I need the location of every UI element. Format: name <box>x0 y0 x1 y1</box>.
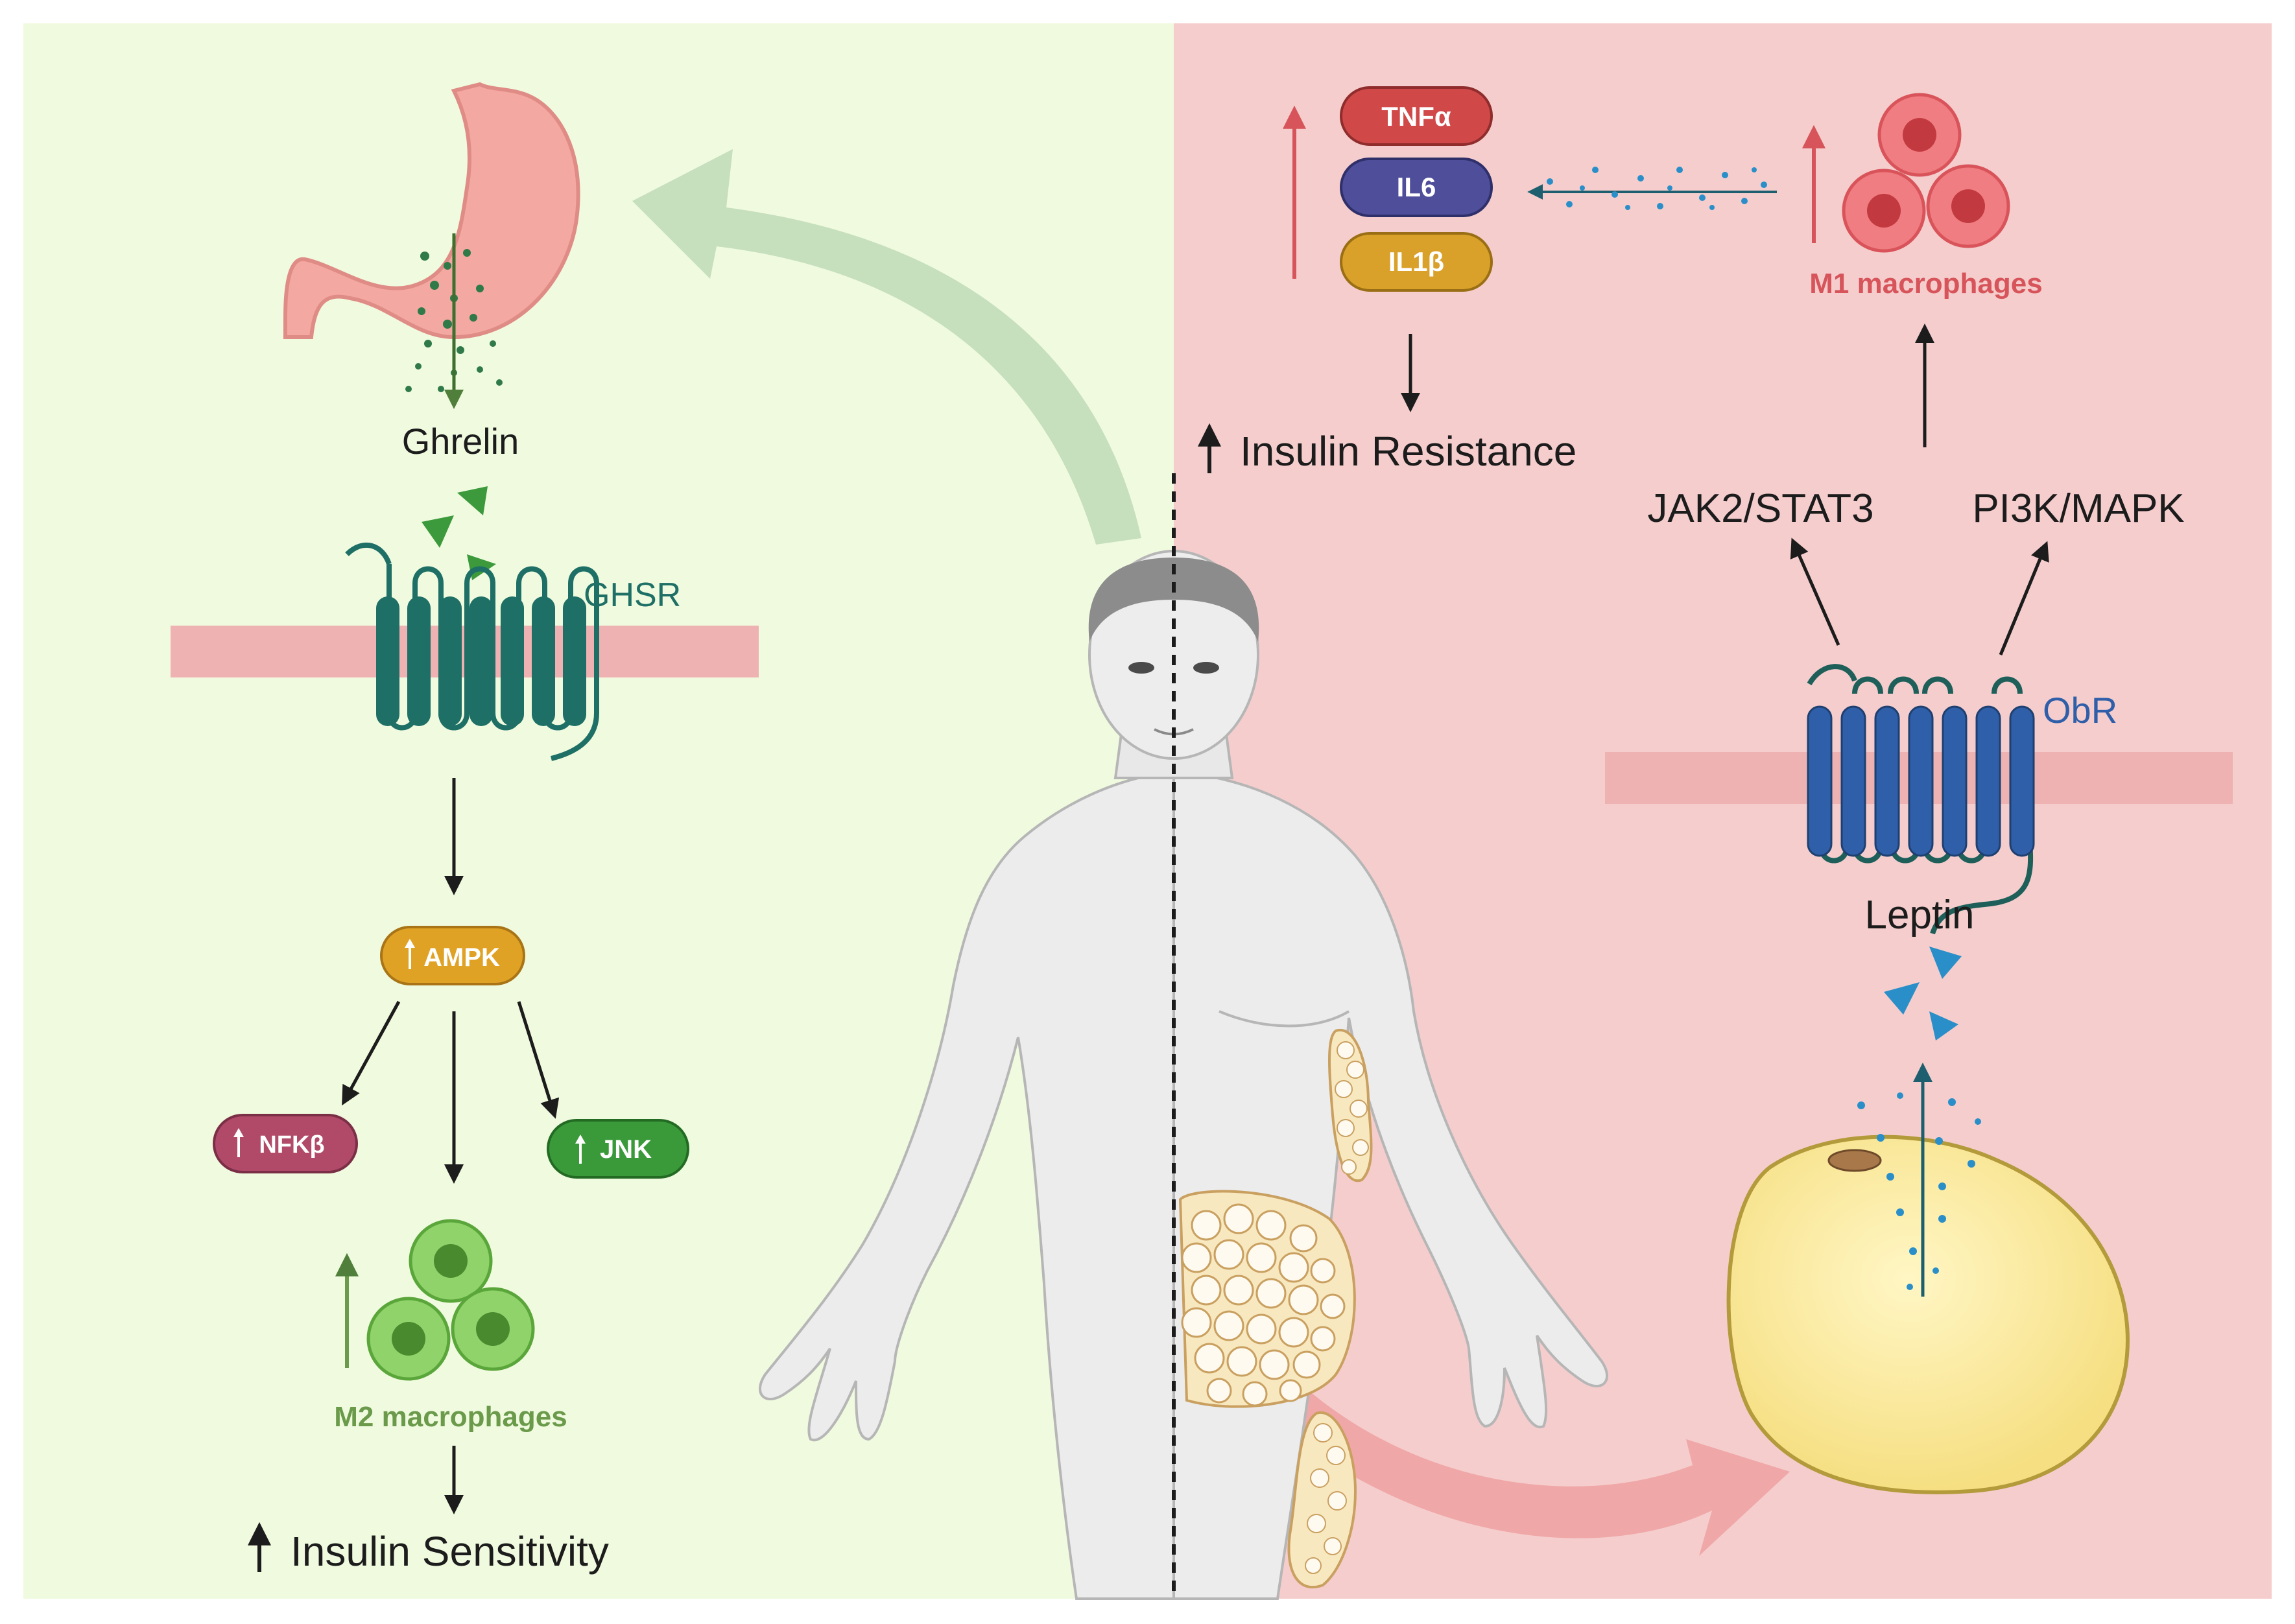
leptin-secretion-dots <box>1857 1092 1981 1290</box>
flank-fat-tissue <box>1328 1028 1373 1183</box>
nfkb-label: NFKβ <box>259 1131 324 1159</box>
leptin-label: Leptin <box>1865 893 1975 937</box>
tnf-alpha-label: TNFα <box>1381 101 1451 132</box>
obr-receptor-icon <box>1807 664 2034 935</box>
jnk-label: JNK <box>600 1135 652 1164</box>
obr-to-pi3k-arrow <box>1999 541 2049 655</box>
left-panel-background <box>23 23 1174 1599</box>
il6-pill: IL6 <box>1340 158 1493 217</box>
thigh-fat-tissue <box>1287 1411 1357 1589</box>
jnk-pill: JNK <box>547 1119 689 1179</box>
green-curved-arrow <box>632 149 1141 545</box>
cytokine-dots <box>1547 167 1767 210</box>
ghrelin-secretion-dots <box>405 249 503 392</box>
ghrelin-label: Ghrelin <box>402 421 519 462</box>
adipocyte-cell-icon <box>1726 1135 2130 1494</box>
insulin-resistance-label: Insulin Resistance <box>1240 428 1576 475</box>
tnf-alpha-pill: TNFα <box>1340 86 1493 146</box>
ghsr-helices <box>376 596 586 726</box>
m1-macrophages-icon <box>1842 93 2010 253</box>
m1-macrophages-label: M1 macrophages <box>1809 268 2042 300</box>
insulin-sensitivity-label: Insulin Sensitivity <box>291 1528 609 1575</box>
m2-macrophages-label: M2 macrophages <box>334 1401 567 1433</box>
obr-to-jak2-arrow <box>1790 537 1840 646</box>
stomach-icon <box>283 82 580 340</box>
obr-helices <box>1807 705 2035 857</box>
pink-curved-arrow <box>1252 1374 1790 1556</box>
ampk-to-nfkb-arrow <box>342 1000 401 1106</box>
pi3k-mapk-label: PI3K/MAPK <box>1972 486 2184 531</box>
leptin-molecules <box>1884 947 1962 1041</box>
ghsr-label: GHSR <box>584 576 681 614</box>
obr-label: ObR <box>2043 690 2117 731</box>
visceral-fat-tissue <box>1178 1190 1356 1408</box>
nfkb-pill: NFKβ <box>213 1114 358 1173</box>
ampk-pill: AMPK <box>380 926 525 985</box>
ampk-label: AMPK <box>423 943 500 972</box>
il1b-pill: IL1β <box>1340 232 1493 292</box>
il6-label: IL6 <box>1397 172 1436 202</box>
jak2-stat3-label: JAK2/STAT3 <box>1647 486 1873 531</box>
m2-macrophages-icon <box>366 1219 535 1381</box>
ampk-to-jnk-arrow <box>517 1001 560 1119</box>
il1b-label: IL1β <box>1388 246 1444 277</box>
